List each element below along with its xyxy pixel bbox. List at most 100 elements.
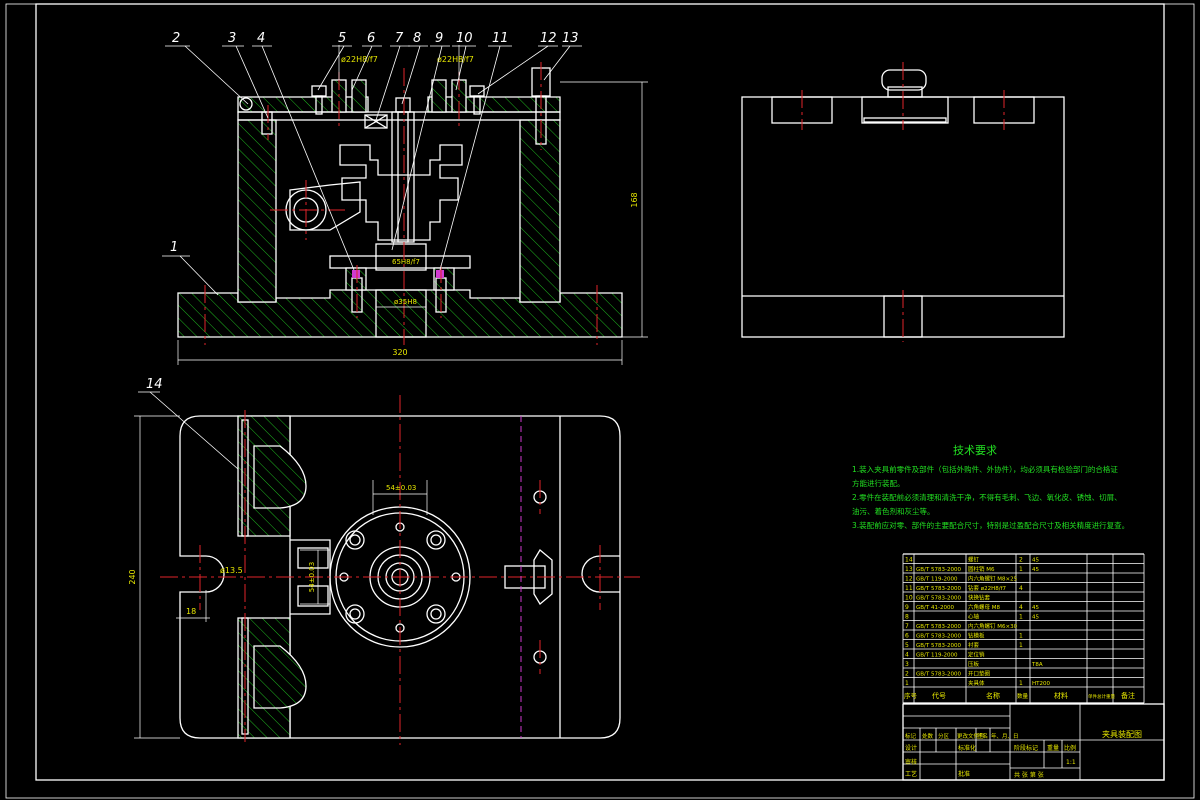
bom-row-name: 心轴 <box>968 613 980 621</box>
bom-row-material: 45 <box>1032 615 1039 621</box>
bom-row-no: 9 <box>905 604 909 611</box>
bom-row-name: 钻模板 <box>968 632 985 640</box>
plan-view <box>160 395 640 745</box>
bom-row-no: 8 <box>905 614 909 621</box>
balloon-2: 2 <box>172 31 180 46</box>
title-label-count: 处数 <box>922 732 934 740</box>
title-label-zone: 分区 <box>938 732 950 740</box>
title-block: 夹具装配图 标记 处数 分区 更改文件号 签名 年、月、日 设计 标准化 审核 … <box>902 703 1165 781</box>
title-process: 工艺 <box>905 770 917 778</box>
bom-row-material: 45 <box>1032 605 1039 611</box>
bom-row-no: 14 <box>905 557 913 564</box>
bom-row-name: 衬套 <box>968 641 980 649</box>
balloon-7: 7 <box>395 31 404 46</box>
bom-row-code: GB/T 5783-2000 <box>916 596 961 602</box>
dim-front-width: 320 <box>392 348 407 357</box>
bom-header-name: 名称 <box>986 691 1000 700</box>
title-drawing-name: 夹具装配图 <box>1102 729 1142 739</box>
bom-row-code: GB/T 5783-2000 <box>916 672 961 678</box>
balloon-8: 8 <box>413 31 421 46</box>
title-standard: 标准化 <box>958 744 976 752</box>
tech-title: 技术要求 <box>953 444 997 457</box>
tech-line-1: 1.装入夹具前零件及部件（包括外购件、外协件），均必须具有检验部门的合格证 <box>852 464 1118 474</box>
bom-row-qty: 1 <box>1019 614 1023 621</box>
bom-row-code: GB/T 41-2000 <box>916 605 954 611</box>
bom-header-qty: 数量 <box>1017 692 1029 700</box>
bom-row-name: 圆柱销 M6 <box>968 565 995 573</box>
bom-row-qty: 1 <box>1019 642 1023 649</box>
bom-header-material: 材料 <box>1054 691 1068 700</box>
bom-row-code: GB/T 5783-2000 <box>916 624 961 630</box>
bom-row-code: GB/T 5783-2000 <box>916 643 961 649</box>
dim-plan-height: 240 <box>128 569 137 584</box>
bom-header-weight: 单件总计重量 <box>1088 693 1115 700</box>
bom-row-code: GB/T 5783-2000 <box>916 586 961 592</box>
balloon-4: 4 <box>257 31 265 46</box>
bom-row-qty: 2 <box>1019 557 1023 564</box>
bom-row-name: 定位销 <box>968 651 985 659</box>
dim-plan-left: 18 <box>186 607 196 616</box>
balloon-5: 5 <box>338 31 346 46</box>
bom-row-name: 钻套 ø22H8/f7 <box>968 584 1007 592</box>
bom-header-note: 备注 <box>1121 691 1135 700</box>
bom-row-material: T8A <box>1031 662 1043 668</box>
title-check: 审核 <box>905 758 917 766</box>
title-label-date: 年、月、日 <box>991 732 1019 740</box>
title-sheet: 共 张 第 张 <box>1014 771 1044 779</box>
bom-row-code: GB/T 119-2000 <box>916 653 958 659</box>
balloon-12: 12 <box>540 31 557 46</box>
bom-row-code: GB/T 5783-2000 <box>916 634 961 640</box>
bom-header-no: 序号 <box>904 691 918 700</box>
dim-dia-bottom: ø35H8 <box>394 298 417 306</box>
tech-line-2: 方能进行装配。 <box>852 478 905 488</box>
balloon-11: 11 <box>492 31 509 46</box>
bom-row-material: HT200 <box>1032 681 1050 687</box>
plan-dimensions: 240 ø13.5 18 54±0.03 54±0.03 <box>128 415 428 739</box>
bom-row-name: 压板 <box>968 660 980 668</box>
side-view <box>741 62 1065 342</box>
title-stage: 阶段标记 <box>1014 744 1038 752</box>
part-balloons: 2 3 4 5 6 7 8 9 10 11 12 13 1 14 <box>138 31 582 477</box>
bom-row-name: 六角螺母 M8 <box>968 603 1000 611</box>
bom-row-name: 螺钉 <box>968 556 980 564</box>
bom-row-no: 4 <box>905 652 909 659</box>
inner-frame <box>35 3 1165 781</box>
front-section-view <box>177 62 623 345</box>
bom-row-code: GB/T 5783-2000 <box>916 567 961 573</box>
title-label-change: 更改文件号 <box>957 732 985 740</box>
title-design: 设计 <box>905 744 917 752</box>
bom-row-qty: 4 <box>1019 604 1023 611</box>
balloon-6: 6 <box>367 31 375 46</box>
balloon-3: 3 <box>228 31 236 46</box>
bom-row-name: 快换钻套 <box>968 594 991 602</box>
bom-row-qty: 1 <box>1019 680 1023 687</box>
bom-row-material: 45 <box>1032 567 1039 573</box>
title-label-mark: 标记 <box>905 732 917 740</box>
balloon-1: 1 <box>170 240 178 255</box>
dim-plan-slot: ø13.5 <box>220 566 243 575</box>
balloon-10: 10 <box>456 31 473 46</box>
balloon-9: 9 <box>435 31 443 46</box>
bom-row-no: 11 <box>905 585 913 592</box>
bom-row-name: 开口垫圈 <box>968 670 991 678</box>
dim-dia-top-right: ø22H8/f7 <box>437 55 474 64</box>
bom-row-no: 13 <box>905 566 913 573</box>
title-scale: 比例 <box>1064 744 1076 752</box>
bom-row-no: 10 <box>905 595 913 602</box>
bom-row-qty: 1 <box>1019 566 1023 573</box>
tech-line-5: 3.装配前应对零、部件的主要配合尺寸，特别是过盈配合尺寸及相关精度进行复查。 <box>852 520 1129 530</box>
bom-row-no: 7 <box>905 623 909 630</box>
dim-dia-mid: 65H8/f7 <box>392 258 420 266</box>
balloon-14: 14 <box>146 377 163 392</box>
bom-row-name: 内六角螺钉 M8×25 <box>968 575 1018 583</box>
bom-row-no: 1 <box>905 680 909 687</box>
title-approve: 批准 <box>958 770 970 778</box>
tech-line-3: 2.零件在装配前必须清理和清洗干净，不得有毛刺、飞边、氧化皮、锈蚀、切屑、 <box>852 492 1122 502</box>
bom-row-qty: 1 <box>1019 633 1023 640</box>
dim-front-height: 168 <box>630 192 639 207</box>
title-weight: 重量 <box>1047 744 1059 752</box>
bom-row-no: 2 <box>905 671 909 678</box>
bom-row-no: 6 <box>905 633 909 640</box>
